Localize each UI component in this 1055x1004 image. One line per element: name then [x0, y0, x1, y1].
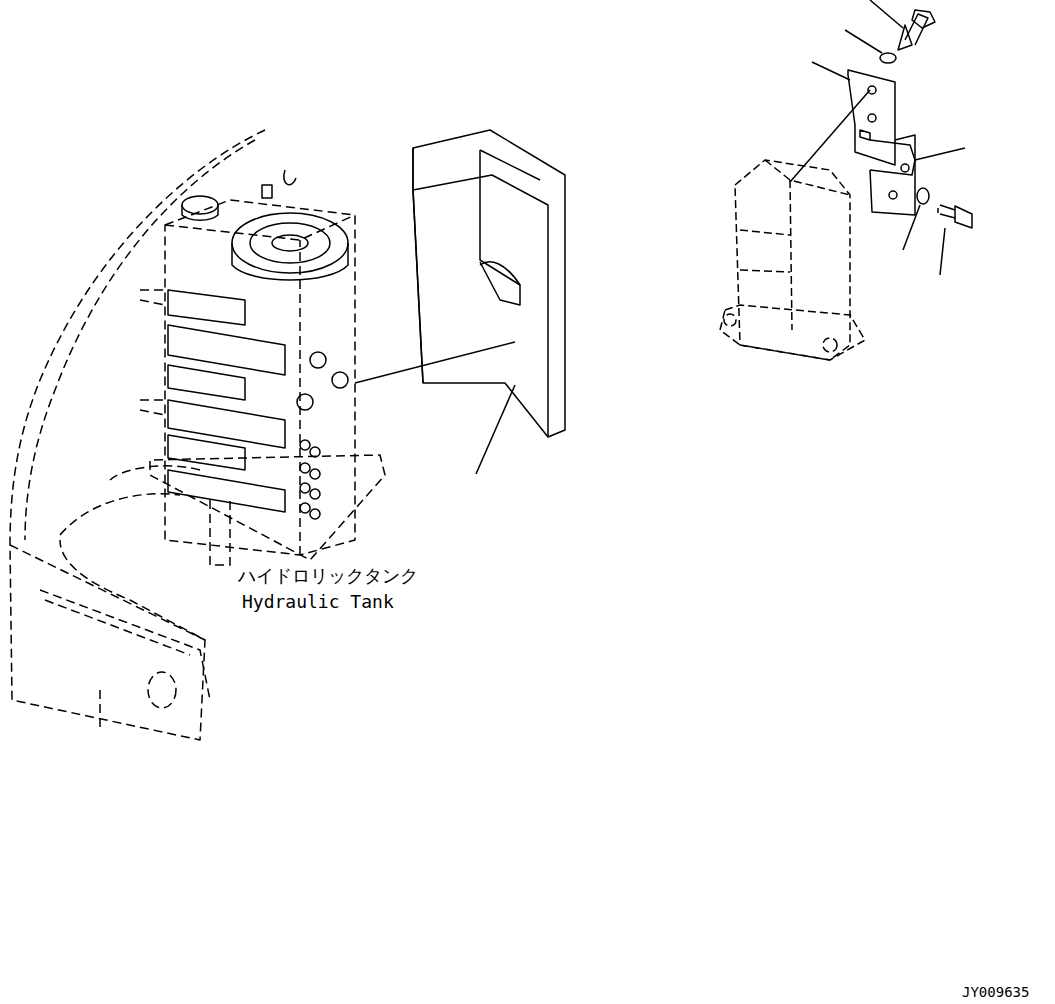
part-label-ja: ハイドロリックタンク [236, 566, 420, 586]
drawing-number: JY009635 [960, 985, 1031, 1000]
part-label: Hydraulic Tank [240, 592, 396, 612]
